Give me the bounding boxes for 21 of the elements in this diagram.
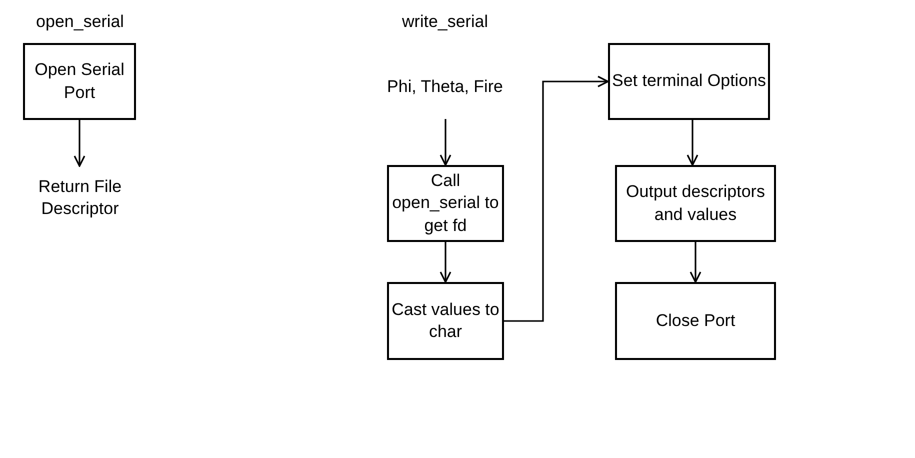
arrow [686,120,698,166]
function-title: write_serial [402,12,488,32]
process-box [615,282,776,360]
arrow [690,242,702,283]
arrow [440,119,452,166]
box-text: Close Port [656,310,736,332]
box-text: Set terminal Options [612,70,766,92]
box-text: Cast values to char [390,298,500,343]
box-text: Open Serial Port [34,59,126,104]
process-box [23,43,136,120]
process-box [608,43,770,120]
arrow [440,242,452,283]
function-title: open_serial [36,12,124,32]
process-box [387,282,504,360]
arrow [504,76,609,322]
flow-text: Phi, Theta, Fire [387,76,503,98]
process-box [615,165,776,242]
box-text: Call open_serial to get fd [391,170,500,237]
box-text: Output descriptors and values [625,181,766,226]
arrow [74,120,86,167]
flow-text: Return File Descriptor [37,176,123,220]
